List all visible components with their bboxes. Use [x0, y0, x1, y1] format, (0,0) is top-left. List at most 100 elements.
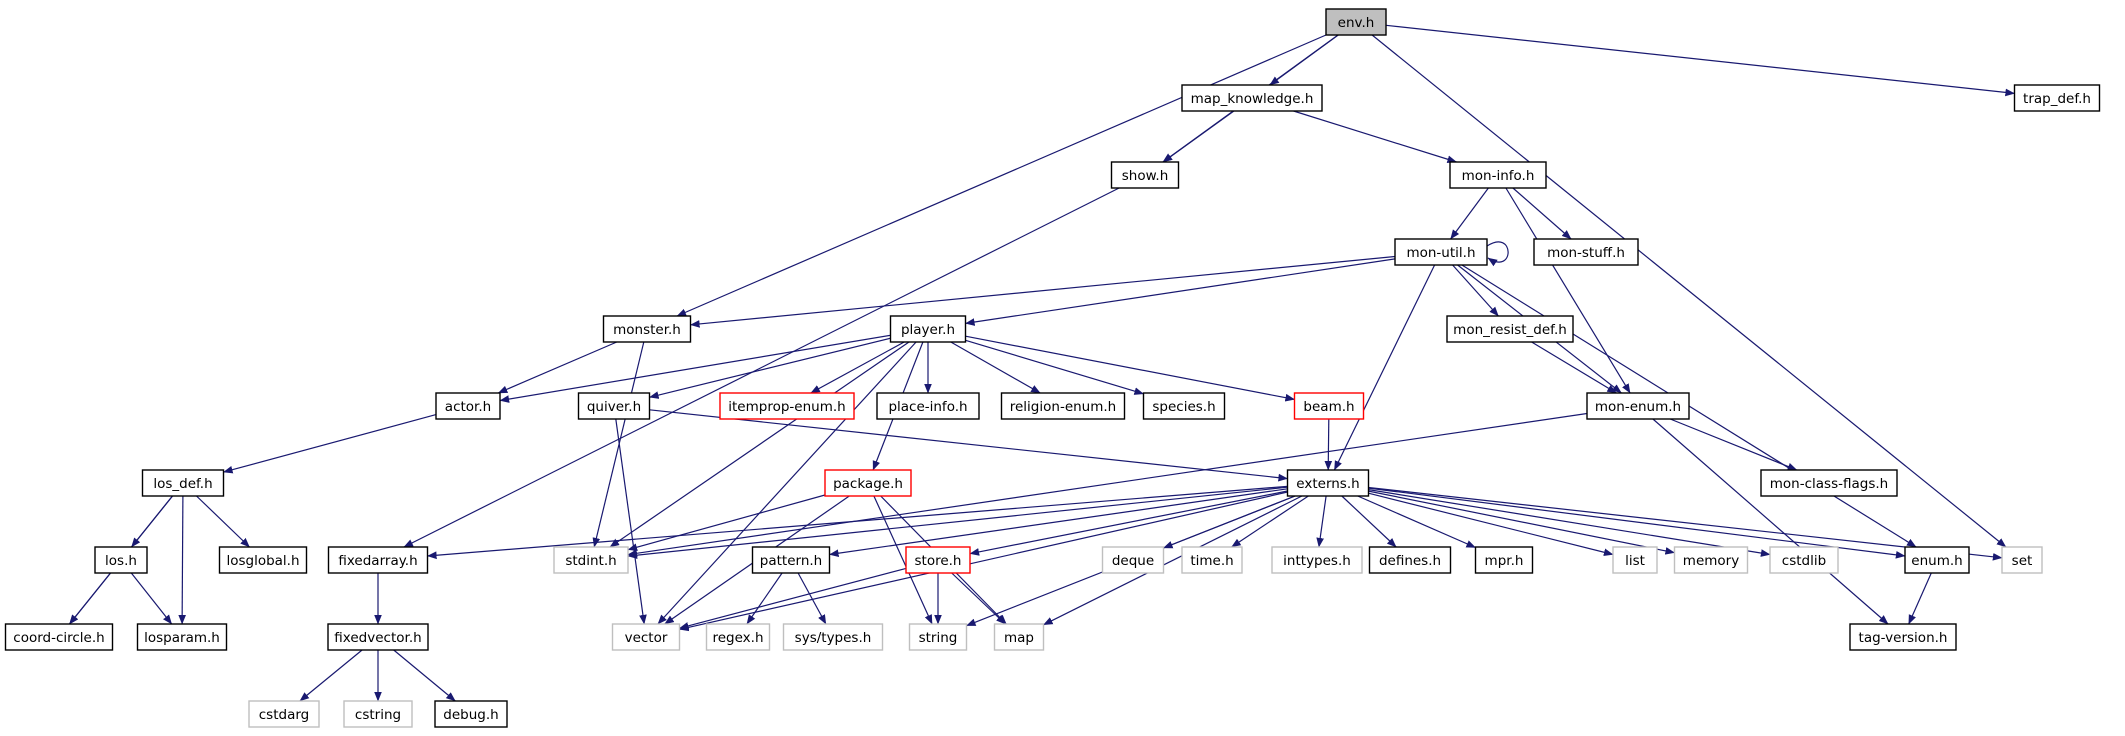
- edge-externs-to-mpr: [1357, 495, 1476, 549]
- node-mon-enum[interactable]: mon-enum.h: [1586, 392, 1690, 420]
- node-pattern[interactable]: pattern.h: [751, 546, 831, 574]
- node-string[interactable]: string: [908, 623, 968, 651]
- node-monster[interactable]: monster.h: [602, 315, 692, 343]
- node-sys-types[interactable]: sys/types.h: [782, 623, 884, 651]
- edges: [69, 24, 2015, 702]
- edge-player-to-species: [965, 339, 1144, 395]
- node-cstdarg[interactable]: cstdarg: [248, 700, 320, 728]
- edge-quiver-to-vector: [615, 418, 647, 625]
- node-box: [993, 623, 1045, 651]
- edge-mon_util-to-mon_util: [1486, 241, 1509, 267]
- node-label: debug.h: [443, 707, 498, 723]
- node-map-knowledge[interactable]: map_knowledge.h: [1181, 84, 1323, 112]
- node-label: place-info.h: [888, 399, 967, 415]
- node-box: [1142, 392, 1226, 420]
- node-los[interactable]: los.h: [94, 546, 148, 574]
- node-mon-resist-def[interactable]: mon_resist_def.h: [1446, 315, 1574, 343]
- node-label: fixedvector.h: [334, 630, 421, 646]
- node-box: [2013, 84, 2101, 112]
- node-box: [1325, 8, 1387, 36]
- node-box: [1271, 546, 1363, 574]
- node-trap-def[interactable]: trap_def.h: [2013, 84, 2101, 112]
- node-vector[interactable]: vector: [611, 623, 681, 651]
- node-fixedvector[interactable]: fixedvector.h: [327, 623, 429, 651]
- edge-beam-to-externs: [1324, 418, 1333, 471]
- node-box: [1586, 392, 1690, 420]
- node-package[interactable]: package.h: [824, 469, 912, 497]
- node-store[interactable]: store.h: [905, 546, 971, 574]
- node-cstdlib[interactable]: cstdlib: [1769, 546, 1839, 574]
- node-label: inttypes.h: [1283, 553, 1351, 569]
- node-box: [1101, 546, 1165, 574]
- node-label: mon_resist_def.h: [1453, 322, 1567, 338]
- node-label: mon-info.h: [1462, 168, 1535, 184]
- node-losglobal[interactable]: losglobal.h: [218, 546, 308, 574]
- node-losparam[interactable]: losparam.h: [136, 623, 228, 651]
- node-defines[interactable]: defines.h: [1368, 546, 1452, 574]
- node-set[interactable]: set: [2001, 546, 2043, 574]
- node-quiver[interactable]: quiver.h: [577, 392, 651, 420]
- edge-quiver-to-externs: [649, 409, 1288, 482]
- node-box: [782, 623, 884, 651]
- node-coord-circle[interactable]: coord-circle.h: [4, 623, 114, 651]
- node-label: monster.h: [613, 322, 681, 338]
- node-mon-info[interactable]: mon-info.h: [1449, 161, 1547, 189]
- edge-store-to-vector: [679, 567, 907, 630]
- node-env[interactable]: env.h: [1325, 8, 1387, 36]
- node-externs[interactable]: externs.h: [1286, 469, 1370, 497]
- node-tag-version[interactable]: tag-version.h: [1849, 623, 1957, 651]
- node-beam[interactable]: beam.h: [1293, 392, 1365, 420]
- node-label: time.h: [1190, 553, 1233, 569]
- node-cstring[interactable]: cstring: [343, 700, 413, 728]
- node-show[interactable]: show.h: [1110, 161, 1180, 189]
- node-inttypes[interactable]: inttypes.h: [1271, 546, 1363, 574]
- node-deque[interactable]: deque: [1101, 546, 1165, 574]
- edge-store-to-map: [951, 572, 1006, 625]
- edge-monster-to-actor: [497, 341, 618, 394]
- edge-externs-to-stdint: [627, 486, 1288, 559]
- node-mon-stuff[interactable]: mon-stuff.h: [1533, 238, 1639, 266]
- node-religion-enum[interactable]: religion-enum.h: [1000, 392, 1126, 420]
- edge-enum-to-tag_version: [1908, 572, 1932, 625]
- node-box: [1181, 84, 1323, 112]
- edge-los_def-to-losparam: [178, 495, 186, 625]
- node-label: store.h: [915, 553, 962, 569]
- edge-externs-to-map: [1043, 495, 1303, 626]
- node-box: [2001, 546, 2043, 574]
- node-actor[interactable]: actor.h: [435, 392, 501, 420]
- node-label: los_def.h: [153, 476, 212, 492]
- node-stdint[interactable]: stdint.h: [553, 546, 629, 574]
- node-label: string: [919, 630, 958, 646]
- node-fixedarray[interactable]: fixedarray.h: [327, 546, 429, 574]
- node-box: [327, 546, 429, 574]
- node-list[interactable]: list: [1612, 546, 1658, 574]
- node-player[interactable]: player.h: [889, 315, 967, 343]
- node-debug[interactable]: debug.h: [434, 700, 508, 728]
- node-label: coord-circle.h: [13, 630, 104, 646]
- node-mon-class-flags[interactable]: mon-class-flags.h: [1760, 469, 1898, 497]
- edge-externs-to-set: [1368, 486, 2003, 561]
- node-mpr[interactable]: mpr.h: [1474, 546, 1534, 574]
- node-memory[interactable]: memory: [1673, 546, 1749, 574]
- node-label: cstdarg: [259, 707, 309, 723]
- edge-player-to-actor: [499, 334, 891, 403]
- node-label: beam.h: [1303, 399, 1354, 415]
- edge-mon_enum-to-tag_version: [1652, 418, 1889, 625]
- node-species[interactable]: species.h: [1142, 392, 1226, 420]
- node-itemprop-enum[interactable]: itemprop-enum.h: [719, 392, 855, 420]
- edge-mon_util-to-player: [965, 258, 1396, 326]
- node-place-info[interactable]: place-info.h: [876, 392, 980, 420]
- node-map[interactable]: map: [993, 623, 1045, 651]
- edge-package-to-stdint: [627, 494, 826, 551]
- node-regex[interactable]: regex.h: [705, 623, 771, 651]
- edge-actor-to-los_def: [223, 414, 437, 474]
- node-label: losglobal.h: [226, 553, 299, 569]
- node-time[interactable]: time.h: [1181, 546, 1243, 574]
- node-los-def[interactable]: los_def.h: [141, 469, 225, 497]
- node-label: quiver.h: [587, 399, 641, 415]
- node-mon-util[interactable]: mon-util.h: [1394, 238, 1488, 266]
- edge-mon_enum-to-stdint: [627, 412, 1588, 558]
- node-label: defines.h: [1379, 553, 1441, 569]
- node-enum[interactable]: enum.h: [1904, 546, 1970, 574]
- node-label: list: [1625, 553, 1645, 569]
